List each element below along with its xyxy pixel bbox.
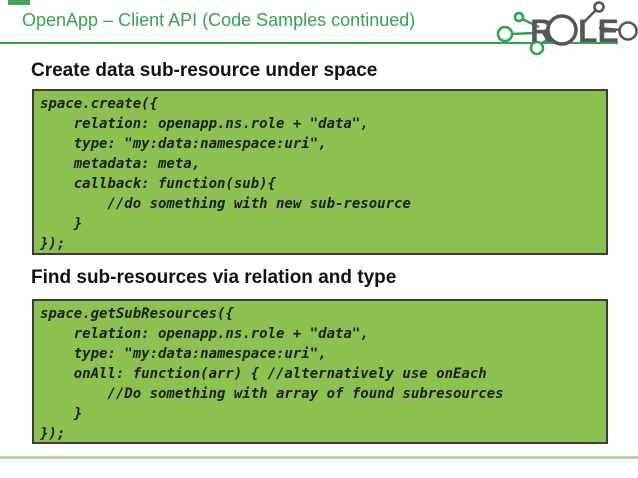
logo-letters-le: LE [578, 13, 619, 49]
title-underline [0, 42, 618, 44]
section-heading-create-subresource: Create data sub-resource under space [31, 60, 378, 81]
top-accent-bar [8, 0, 30, 5]
logo-green-network [496, 11, 551, 56]
code-text-find-subresources: space.getSubResources({ relation: openap… [40, 306, 504, 442]
slide-title: OpenApp – Client API (Code Samples conti… [22, 10, 416, 30]
logo-letter-r: R [530, 13, 553, 49]
role-logo: R LE [496, 1, 638, 56]
code-block-create-subresource: space.create({ relation: openapp.ns.role… [32, 89, 608, 255]
section-heading-find-subresources: Find sub-resources via relation and type [31, 267, 397, 288]
footer-line [0, 456, 638, 459]
code-block-find-subresources: space.getSubResources({ relation: openap… [32, 299, 608, 444]
code-text-create-subresource: space.create({ relation: openapp.ns.role… [40, 96, 411, 252]
logo-dark-network [583, 1, 638, 41]
logo-ring-o [546, 14, 578, 46]
